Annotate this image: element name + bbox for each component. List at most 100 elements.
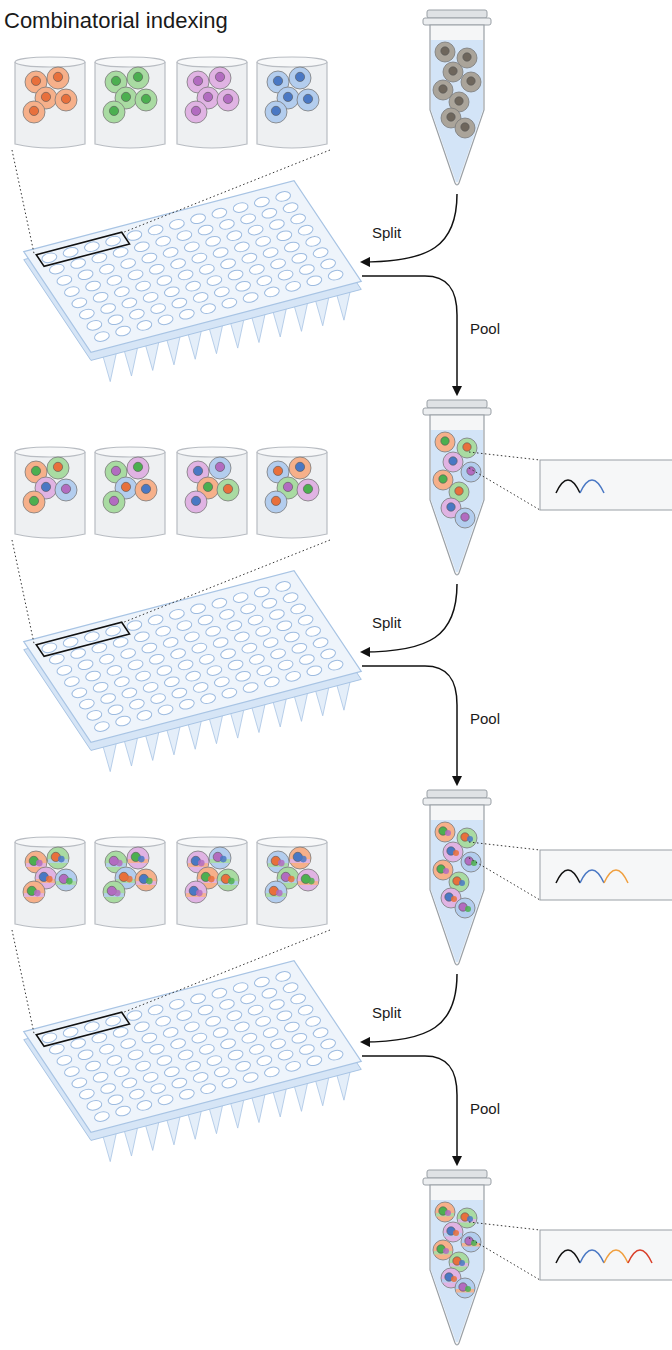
beaker [177, 452, 247, 538]
well [192, 291, 209, 304]
tube-body [430, 25, 484, 185]
nucleus [111, 76, 120, 85]
well [290, 213, 307, 226]
nucleus [208, 876, 215, 883]
well [255, 625, 272, 638]
well [275, 580, 292, 593]
well [127, 269, 144, 282]
tube-liquid [431, 40, 483, 182]
well-cone [272, 699, 286, 727]
nucleus [471, 860, 477, 866]
well [100, 1082, 117, 1095]
tube-cap [423, 408, 491, 415]
well [285, 1060, 302, 1073]
beaker [15, 452, 85, 538]
split-arrow [362, 194, 457, 262]
nucleus [146, 878, 153, 885]
well [56, 1054, 73, 1067]
barcode-box [540, 1230, 672, 1280]
well-cone [145, 732, 159, 760]
well-cone [187, 1111, 201, 1139]
cell [443, 842, 463, 862]
nucleus [303, 484, 312, 493]
well-cone [336, 1072, 350, 1100]
well [157, 314, 174, 327]
well [185, 1060, 202, 1073]
well-cone [208, 1106, 222, 1134]
well [157, 704, 174, 717]
nucleus [465, 906, 471, 912]
well-cone [145, 1122, 159, 1150]
nucleus [223, 484, 232, 493]
nucleus [31, 466, 40, 475]
well [297, 614, 314, 627]
well [170, 647, 187, 660]
cell [209, 67, 231, 89]
nucleus [467, 1216, 473, 1222]
well [127, 1049, 144, 1062]
well [183, 1021, 200, 1034]
nucleus [196, 890, 203, 897]
nucleus [459, 1260, 465, 1266]
well [263, 1066, 280, 1079]
beaker [177, 842, 247, 928]
nucleus [447, 503, 455, 511]
well [327, 1049, 344, 1062]
well [128, 1088, 145, 1101]
leader-line [469, 468, 540, 510]
well [176, 229, 193, 242]
cell [185, 491, 207, 513]
well [221, 687, 238, 700]
nucleus [300, 856, 307, 863]
cell [443, 1222, 463, 1242]
cell [47, 847, 69, 869]
cell [455, 508, 475, 528]
well [312, 246, 329, 259]
well [247, 224, 264, 237]
nucleus [141, 484, 150, 493]
well [92, 291, 109, 304]
well [192, 1071, 209, 1084]
well [98, 653, 115, 666]
well [282, 591, 299, 604]
well [162, 246, 179, 259]
beaker-rim [177, 447, 247, 457]
cell [443, 62, 463, 82]
nucleus [459, 880, 465, 886]
nucleus [31, 76, 40, 85]
cell [217, 869, 239, 891]
well [232, 591, 249, 604]
well [206, 274, 223, 287]
well [77, 268, 94, 281]
split-label: Split [370, 1004, 403, 1021]
pool-arrow [362, 1056, 457, 1164]
well [120, 647, 137, 660]
nucleus [283, 482, 292, 491]
cell [103, 491, 125, 513]
well [121, 687, 138, 700]
nucleus [467, 467, 475, 475]
well [205, 235, 222, 248]
cell [23, 491, 45, 513]
well [242, 681, 259, 694]
tube [423, 400, 491, 575]
well [211, 207, 228, 220]
well [220, 1037, 237, 1050]
cell [135, 89, 157, 111]
tube [423, 790, 491, 965]
nucleus [283, 92, 292, 101]
tube-cap [427, 790, 487, 798]
well-cone [123, 1128, 137, 1156]
well-cone [166, 1117, 180, 1145]
beaker-rim [15, 447, 85, 457]
well [78, 1088, 95, 1101]
nucleus [273, 76, 282, 85]
well [327, 659, 344, 672]
beaker [177, 62, 247, 148]
nucleus [445, 830, 451, 836]
well [63, 675, 80, 688]
well [305, 625, 322, 638]
well [298, 653, 315, 666]
cell [209, 457, 231, 479]
well [240, 603, 257, 616]
